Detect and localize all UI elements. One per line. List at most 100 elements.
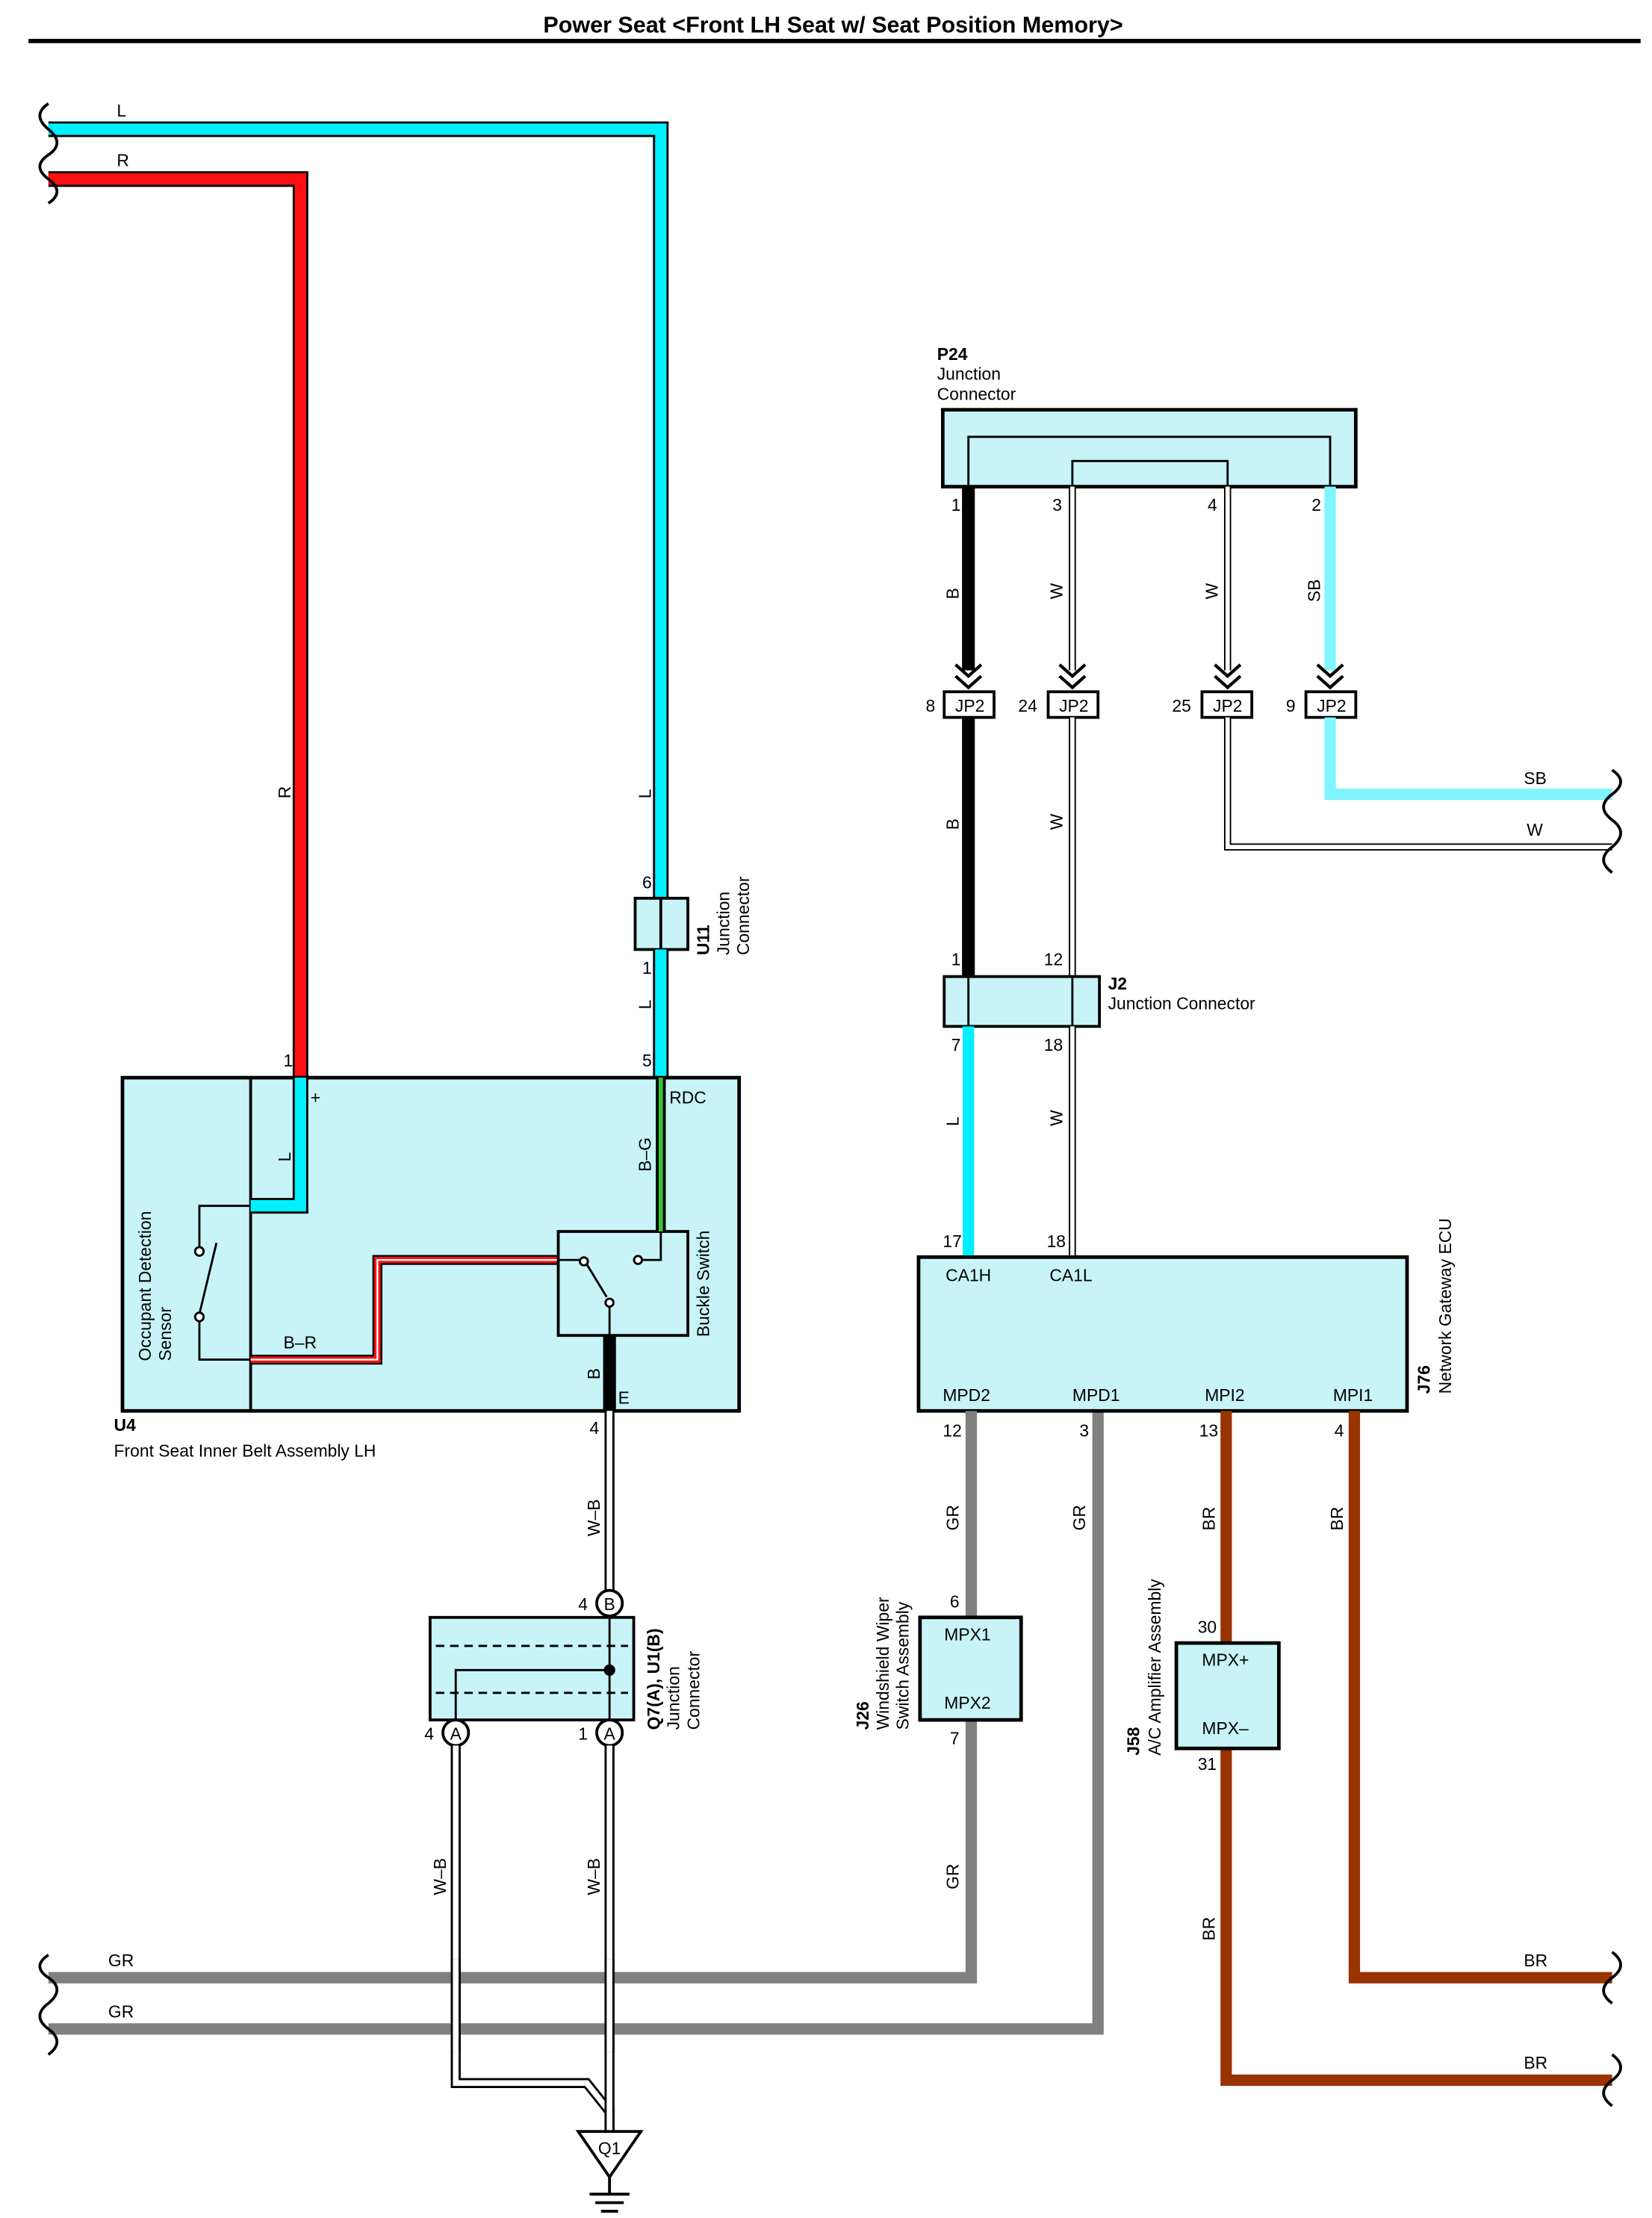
j76-pin-12: 12: [943, 1421, 961, 1441]
wire-label-GR-j26-lower: GR: [943, 1864, 962, 1889]
svg-text:B: B: [604, 1594, 615, 1614]
j76-pin-17: 17: [943, 1231, 961, 1251]
wire-SB-jp2-right: [1324, 717, 1612, 801]
jp2-box-24: JP2: [1046, 690, 1100, 719]
j58-term-MPXplus: MPX+: [1202, 1650, 1249, 1670]
wire-label-GR-j76-2: GR: [1069, 1505, 1089, 1530]
wire-GR-bottom-2: [48, 1411, 1104, 2035]
wire-label-L-top: L: [117, 101, 126, 120]
wire-label-W-j2: W: [1047, 1110, 1066, 1126]
wire-label-R-top: R: [117, 151, 129, 170]
wire-label-SB-right: SB: [1524, 768, 1547, 788]
p24-name-1: Junction: [937, 364, 1001, 384]
wire-label-WB-upper: W–B: [584, 1499, 603, 1536]
u4-internal-BR-label: B–R: [283, 1332, 317, 1352]
u4-internal-L-wire: [250, 1078, 308, 1214]
j26-name-2: Switch Assembly: [893, 1601, 913, 1730]
wire-label-R-vertical: R: [275, 786, 294, 799]
u4-pin-5: 5: [642, 1051, 652, 1070]
jp2-pin-24: 24: [1018, 696, 1037, 715]
j76-term-CA1L: CA1L: [1049, 1266, 1092, 1285]
p24-pin-3: 3: [1052, 495, 1062, 515]
j2-name: Junction Connector: [1108, 994, 1255, 1013]
jp2-pin-25: 25: [1172, 696, 1190, 715]
wire-label-W-p24-4: W: [1202, 583, 1221, 599]
wire-label-SB-p24: SB: [1305, 580, 1324, 603]
j76-pin-13: 13: [1199, 1421, 1218, 1441]
diagram-title: Power Seat <Front LH Seat w/ Seat Positi…: [543, 12, 1122, 37]
j26-pin-7: 7: [950, 1728, 960, 1748]
u4-pin-1: 1: [283, 1051, 293, 1070]
wire-label-BR-right-1: BR: [1524, 1951, 1547, 1970]
wire-R-top: [48, 171, 308, 1078]
q7-connector: [428, 1615, 636, 1721]
j2-pin-7: 7: [951, 1035, 961, 1054]
wire-BR-j58-bottom: [1220, 1748, 1612, 2087]
ground-q1-label: Q1: [598, 2139, 621, 2158]
wire-label-BR-j76-2: BR: [1327, 1507, 1347, 1531]
u4-ref: U4: [114, 1415, 137, 1435]
u11-connector: [633, 896, 689, 951]
u4-plus-terminal: +: [311, 1087, 320, 1107]
wire-label-GR-bottom-2: GR: [108, 2002, 134, 2022]
wire-label-BR-right-2: BR: [1524, 2053, 1547, 2072]
j26-name-1: Windshield Wiper: [873, 1597, 892, 1730]
break-mark-left-L: [38, 102, 59, 156]
j76-term-MPD1: MPD1: [1072, 1385, 1120, 1405]
u11-name-2: Connector: [733, 876, 753, 955]
break-mark-left-GR-2: [38, 2002, 59, 2056]
svg-text:JP2: JP2: [1213, 696, 1242, 715]
p24-connector: [940, 408, 1358, 489]
svg-text:A: A: [450, 1724, 462, 1744]
u11-pin-1: 1: [642, 958, 652, 978]
jp2-box-8: JP2: [943, 690, 996, 719]
wire-label-W-p24-3: W: [1047, 583, 1066, 599]
wire-W-jp2-right: [1223, 717, 1612, 851]
wire-label-WB-left: W–B: [430, 1858, 450, 1895]
u4-e-terminal: E: [618, 1388, 630, 1408]
q7-pin-A-left-marker: A: [441, 1718, 471, 1748]
p24-name-2: Connector: [937, 384, 1016, 403]
buckle-switch-name: Buckle Switch: [694, 1231, 713, 1337]
q7-name-2: Connector: [683, 1650, 703, 1730]
occupant-sensor-name-2: Sensor: [155, 1307, 175, 1361]
j76-term-MPI2: MPI2: [1205, 1385, 1244, 1405]
p24-pin-1: 1: [951, 495, 961, 515]
q7-pin-B-marker: B: [595, 1588, 624, 1618]
j76-term-MPD2: MPD2: [943, 1385, 990, 1405]
wire-label-L-j2: L: [943, 1116, 962, 1126]
j76-ref: J76: [1415, 1365, 1434, 1394]
j76-ecu-box: [916, 1255, 1409, 1413]
j58-pin-31: 31: [1198, 1754, 1217, 1774]
jp2-chevrons: [954, 663, 1344, 690]
u4-internal-BR-wire: [250, 1255, 559, 1365]
q7-name-1: Junction: [664, 1666, 683, 1730]
p24-pin-4: 4: [1208, 495, 1217, 515]
j2-pin-18: 18: [1044, 1035, 1063, 1054]
wire-label-GR-bottom-1: GR: [108, 1951, 134, 1970]
j76-term-MPI1: MPI1: [1333, 1385, 1373, 1405]
j58-term-MPXminus: MPX–: [1202, 1718, 1249, 1738]
wire-label-L-vertical: L: [635, 789, 654, 799]
j58-ref: J58: [1124, 1727, 1143, 1755]
wire-label-W-jp2: W: [1047, 813, 1066, 830]
break-mark-right-BR-2: [1602, 2053, 1622, 2107]
wire-label-B-jp2: B: [943, 818, 962, 830]
break-mark-left-R: [38, 153, 59, 205]
occupant-sensor-switch: [193, 1205, 251, 1361]
u4-internal-L-label: L: [275, 1152, 294, 1162]
q7-ref: Q7(A), U1(B): [644, 1628, 663, 1730]
u11-ref: U11: [694, 925, 713, 955]
u4-internal-B-label: B: [584, 1368, 603, 1379]
wire-GR-bottom-1: [48, 1721, 978, 1984]
p24-pin-2: 2: [1311, 495, 1321, 515]
q7-pin-A-left-number: 4: [424, 1724, 434, 1744]
wire-WB-crossing-redraw: [450, 1959, 615, 2052]
q7-pin-B-number: 4: [578, 1594, 588, 1614]
break-mark-right-W: [1602, 818, 1622, 874]
j2-ref: J2: [1108, 974, 1127, 993]
wire-L-top: [48, 121, 669, 898]
q7-pin-A-right-marker: A: [595, 1718, 624, 1748]
j2-connector: [943, 975, 1102, 1028]
